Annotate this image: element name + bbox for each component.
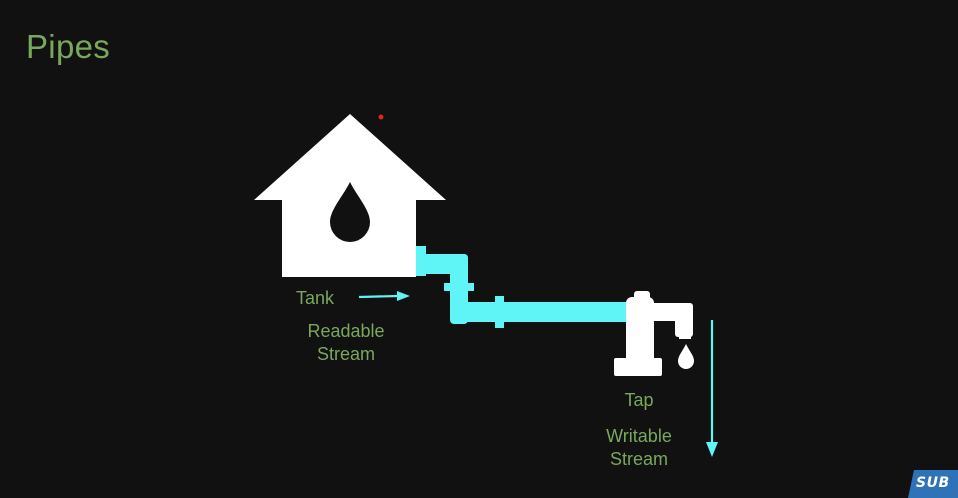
arrow-right-icon (358, 291, 410, 301)
tap-faucet-icon (614, 291, 694, 376)
laser-pointer-dot (378, 114, 384, 120)
badge-label: SUB (916, 475, 950, 491)
writable-stream-label: Writable Stream (606, 426, 672, 469)
badge-background (908, 470, 958, 498)
tank-label: Tank (296, 288, 335, 308)
slide-title: Pipes (26, 28, 111, 65)
tank-house-icon (254, 114, 446, 277)
pipe-icon (416, 246, 630, 328)
subscribe-badge[interactable]: SUB (908, 470, 958, 498)
readable-stream-label: Readable Stream (307, 321, 385, 364)
arrow-down-icon (706, 320, 718, 457)
water-drop-icon (330, 182, 370, 242)
tap-water-drop-icon (678, 344, 694, 369)
tap-label: Tap (624, 390, 654, 410)
